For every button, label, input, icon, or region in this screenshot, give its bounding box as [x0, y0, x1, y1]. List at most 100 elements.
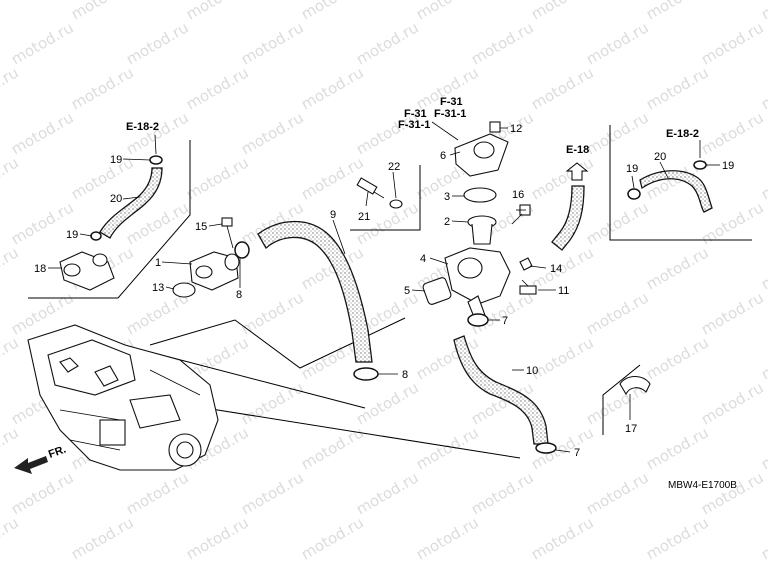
- watermark-text: motod.ru: [468, 18, 537, 68]
- watermark-text: motod.ru: [413, 0, 482, 23]
- callout-10: 10: [526, 365, 538, 377]
- watermark-text: motod.ru: [238, 468, 307, 518]
- watermark-text: motod.ru: [0, 513, 22, 563]
- callout-4: 4: [420, 253, 426, 265]
- watermark-text: motod.ru: [758, 0, 768, 23]
- callout-22: 22: [388, 161, 400, 173]
- watermark-text: motod.ru: [413, 513, 482, 563]
- callout-19-left-mid: 19: [66, 229, 78, 241]
- watermark-text: motod.ru: [68, 153, 137, 203]
- watermark-text: motod.ru: [758, 333, 768, 383]
- leader-lines: [48, 121, 720, 453]
- callout-6: 6: [440, 150, 446, 162]
- watermark-text: motod.ru: [643, 243, 712, 293]
- callout-19-right-a: 19: [722, 160, 734, 172]
- bolt-15: [221, 217, 234, 249]
- watermark-text: motod.ru: [698, 378, 767, 428]
- watermark-text: motod.ru: [238, 18, 307, 68]
- watermark-text: motod.ru: [528, 0, 597, 23]
- callout-15: 15: [195, 221, 207, 233]
- watermark-text: motod.ru: [123, 18, 192, 68]
- watermark-text: motod.ru: [298, 153, 367, 203]
- joint-1: [189, 251, 240, 291]
- washer-22: [389, 199, 403, 209]
- watermark-text: motod.ru: [0, 0, 22, 23]
- front-label: FR.: [47, 443, 68, 460]
- callout-11: 11: [558, 285, 569, 297]
- watermark-text: motod.ru: [68, 513, 137, 563]
- watermark-text: motod.ru: [298, 513, 367, 563]
- ref-e18: E-18: [566, 144, 589, 156]
- watermark-text: motod.ru: [698, 108, 767, 158]
- watermark-text: motod.ru: [583, 18, 652, 68]
- gasket-5: [422, 277, 452, 305]
- clamp-19-right-b: [627, 188, 641, 200]
- watermark-text: motod.ru: [468, 468, 537, 518]
- callout-1: 1: [155, 257, 161, 269]
- callout-3: 3: [444, 191, 450, 203]
- e18-arrow: [565, 162, 589, 181]
- watermark-text: motod.ru: [698, 18, 767, 68]
- frame-lines: [28, 125, 752, 459]
- engine-block: [27, 324, 219, 471]
- watermark-text: motod.ru: [353, 18, 422, 68]
- watermark-text: motod.ru: [183, 153, 252, 203]
- callout-5: 5: [404, 285, 410, 297]
- hose-20-left: [99, 167, 163, 239]
- callout-9: 9: [330, 209, 336, 221]
- watermark-text: motod.ru: [758, 423, 768, 473]
- callout-8-upper: 8: [236, 289, 242, 301]
- clamp-19-top-left: [149, 155, 163, 165]
- watermark-text: motod.ru: [238, 108, 307, 158]
- callout-20-right: 20: [654, 151, 666, 163]
- watermark-text: motod.ru: [758, 243, 768, 293]
- ref-e18-2-right: E-18-2: [666, 128, 699, 140]
- watermark-text: motod.ru: [528, 153, 597, 203]
- ref-f31-a: F-31: [440, 96, 463, 108]
- watermark-text: motod.ru: [353, 378, 422, 428]
- bolt-14: [519, 257, 533, 271]
- watermark-text: motod.ru: [583, 198, 652, 248]
- watermark-text: motod.ru: [643, 513, 712, 563]
- clamp-19-right-a: [693, 160, 707, 170]
- ref-f31-1-a: F-31-1: [434, 108, 466, 120]
- watermark-text: motod.ru: [8, 468, 77, 518]
- ref-f31-b: F-31: [404, 108, 427, 120]
- callout-7-upper: 7: [502, 315, 508, 327]
- joint-18: [59, 251, 115, 291]
- watermark-text: motod.ru: [8, 18, 77, 68]
- watermark-text: motod.ru: [643, 63, 712, 113]
- watermark-text: motod.ru: [298, 63, 367, 113]
- callout-13: 13: [152, 282, 164, 294]
- hose-10: [453, 335, 549, 445]
- watermark-text: motod.ru: [68, 0, 137, 23]
- watermark-text: motod.ru: [528, 513, 597, 563]
- watermark-text: motod.ru: [68, 63, 137, 113]
- clamp-19-mid-left: [90, 231, 102, 241]
- watermark-text: motod.ru: [0, 63, 22, 113]
- watermark-text: motod.ru: [0, 153, 22, 203]
- hose-9: [257, 220, 373, 363]
- hose-20-right: [639, 170, 713, 213]
- callout-2: 2: [444, 216, 450, 228]
- ref-e18-2-left: E-18-2: [126, 121, 159, 133]
- watermark-text: motod.ru: [698, 288, 767, 338]
- watermark-text: motod.ru: [583, 288, 652, 338]
- bolt-12: [489, 121, 501, 133]
- callout-19-right-b: 19: [626, 163, 638, 175]
- callout-20-left: 20: [110, 193, 122, 205]
- callout-21: 21: [358, 211, 370, 223]
- watermark-text: motod.ru: [0, 333, 22, 383]
- watermark-text: motod.ru: [298, 423, 367, 473]
- bracket-17: [619, 375, 651, 410]
- callout-17: 17: [625, 423, 637, 435]
- watermark-text: motod.ru: [698, 468, 767, 518]
- watermark-text: motod.ru: [643, 423, 712, 473]
- watermark-text: motod.ru: [238, 378, 307, 428]
- watermark-text: motod.ru: [758, 153, 768, 203]
- callout-18: 18: [34, 263, 46, 275]
- thermostat-2: [467, 215, 497, 245]
- watermark-text: motod.ru: [643, 333, 712, 383]
- watermark-text: motod.ru: [183, 63, 252, 113]
- o-ring-3: [463, 187, 497, 203]
